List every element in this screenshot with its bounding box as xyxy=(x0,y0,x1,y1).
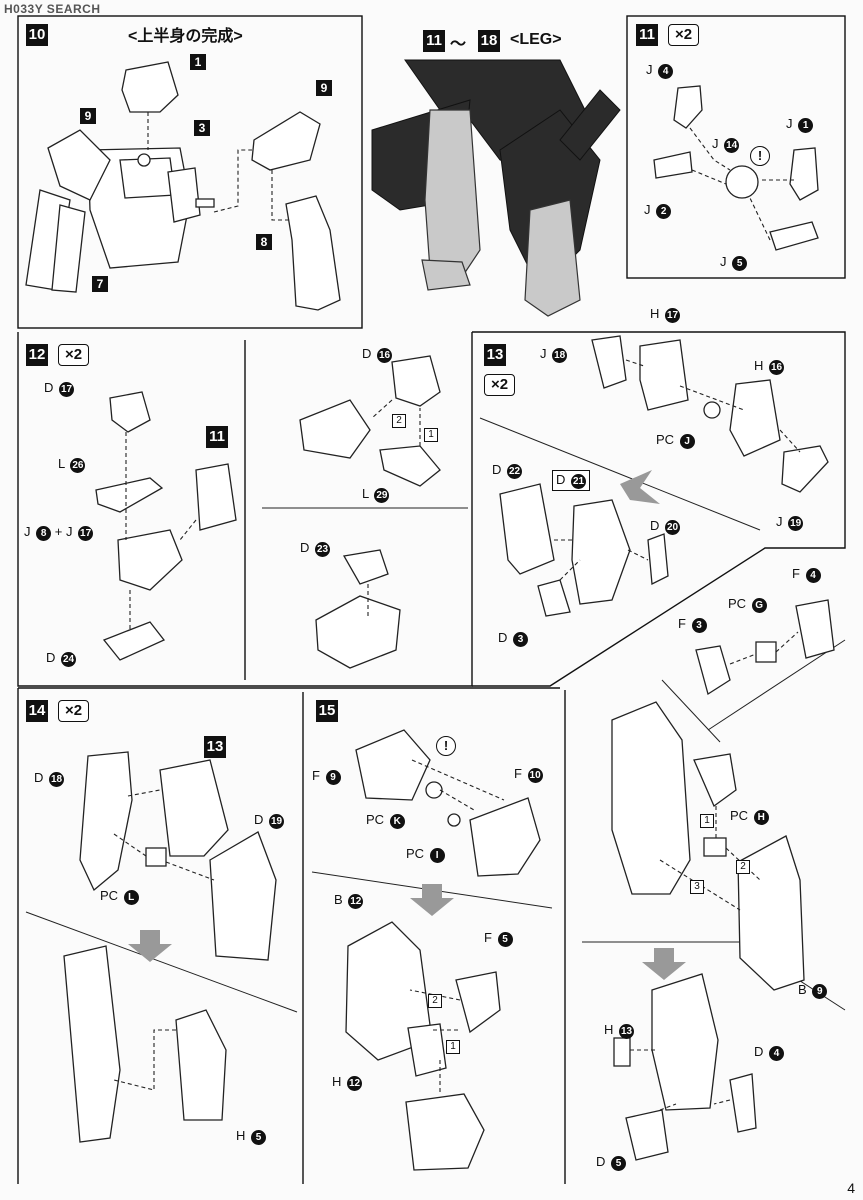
part-label: F 9 xyxy=(312,768,341,785)
caution-icon: ! xyxy=(750,146,770,166)
order-marker: 2 xyxy=(736,860,750,874)
part-label: PC I xyxy=(406,846,445,863)
part-label: B 12 xyxy=(334,892,364,909)
step-13-number: 13 xyxy=(484,344,506,366)
part-label: 3 xyxy=(194,120,210,136)
order-marker: 1 xyxy=(446,1040,460,1054)
caution-icon: ! xyxy=(436,736,456,756)
step-15-number: 15 xyxy=(316,700,338,722)
step14-drawing xyxy=(63,751,277,1143)
order-marker: 3 xyxy=(690,880,704,894)
part-label: J 2 xyxy=(644,202,672,219)
step-14-number: 14 xyxy=(26,700,48,722)
part-label: D 18 xyxy=(34,770,65,787)
part-label: D 22 xyxy=(492,462,523,479)
step-14-multiplier: ×2 xyxy=(58,700,90,722)
part-label: H 12 xyxy=(332,1074,363,1091)
leg-range-end: 18 xyxy=(478,30,500,52)
part-label: 7 xyxy=(92,276,108,292)
part-label: D 4 xyxy=(754,1044,785,1061)
step-13-multiplier: ×2 xyxy=(484,374,516,396)
step16-drawing xyxy=(611,701,805,1161)
part-label: 8 xyxy=(256,234,272,250)
part-label: H 16 xyxy=(754,358,785,375)
order-marker: 2 xyxy=(392,414,406,428)
part-label: 9 xyxy=(316,80,332,96)
order-marker: 2 xyxy=(428,994,442,1008)
part-label: PC H xyxy=(730,808,769,825)
part-label: F 4 xyxy=(792,566,821,583)
part-label: 9 xyxy=(80,108,96,124)
part-label: PC L xyxy=(100,888,139,905)
part-label: H 5 xyxy=(236,1128,267,1145)
step13-drawing xyxy=(499,335,835,696)
part-label: D 23 xyxy=(300,540,331,557)
frame-step13 xyxy=(472,331,846,687)
part-label: D 5 xyxy=(596,1154,627,1171)
part-label: J 8 + J 17 xyxy=(24,524,94,541)
step12-drawing xyxy=(95,355,441,669)
part-label: D 3 xyxy=(498,630,529,647)
part-label: H 17 xyxy=(650,306,681,323)
leg-preview-image xyxy=(371,59,621,317)
step-11-multiplier: ×2 xyxy=(668,24,700,46)
frame-step10 xyxy=(17,15,363,329)
part-label: D 20 xyxy=(650,518,681,535)
leg-header: <LEG> xyxy=(510,31,562,48)
part-label: J 14 xyxy=(712,136,740,153)
step-10-header: <上半身の完成> xyxy=(128,28,243,45)
step-11-number: 11 xyxy=(636,24,658,46)
frame-step12 xyxy=(17,332,473,687)
part-label: L 29 xyxy=(362,486,390,503)
part-label: PC K xyxy=(366,812,405,829)
part-label: H 13 xyxy=(604,1022,635,1039)
part-label: J 1 xyxy=(786,116,814,133)
leg-range-sep: 〜 xyxy=(450,36,467,53)
part-label: J 5 xyxy=(720,254,748,271)
part-label: J 18 xyxy=(540,346,568,363)
part-label: F 10 xyxy=(514,766,543,783)
step-12-ref: 11 xyxy=(206,426,228,448)
part-label: D 21 xyxy=(552,470,591,491)
page-number: 4 xyxy=(847,1180,855,1196)
order-marker: 1 xyxy=(700,814,714,828)
step10-drawing xyxy=(25,61,341,311)
frame-step11 xyxy=(626,15,846,279)
part-label: F 3 xyxy=(678,616,707,633)
part-label: J 19 xyxy=(776,514,804,531)
step-14-ref: 13 xyxy=(204,736,226,758)
part-label: D 16 xyxy=(362,346,393,363)
part-label: PC J xyxy=(656,432,695,449)
part-label: D 17 xyxy=(44,380,75,397)
part-label: 1 xyxy=(190,54,206,70)
watermark: H033Y SEARCH xyxy=(4,2,101,16)
order-marker: 1 xyxy=(424,428,438,442)
step-10-number: 10 xyxy=(26,24,48,46)
part-label: J 4 xyxy=(646,62,674,79)
step-12-number: 12 xyxy=(26,344,48,366)
step-12-multiplier: ×2 xyxy=(58,344,90,366)
part-label: L 26 xyxy=(58,456,86,473)
leg-range-start: 11 xyxy=(423,30,445,52)
part-label: D 19 xyxy=(254,812,285,829)
step15-drawing xyxy=(345,729,541,1171)
part-label: PC G xyxy=(728,596,767,613)
part-label: F 5 xyxy=(484,930,513,947)
part-label: D 24 xyxy=(46,650,77,667)
step11-drawing xyxy=(653,85,819,251)
part-label: B 9 xyxy=(798,982,828,999)
